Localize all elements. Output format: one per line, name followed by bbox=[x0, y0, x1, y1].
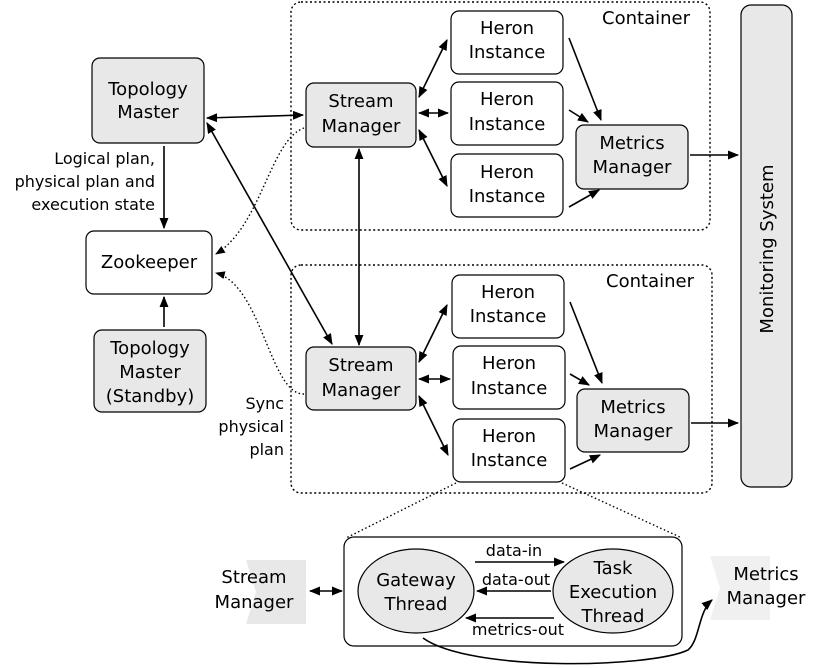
svg-text:Instance: Instance bbox=[470, 306, 547, 327]
arrow-hi2-mm-bottom bbox=[569, 373, 590, 386]
svg-text:Master: Master bbox=[117, 102, 179, 123]
heron-instance-bottom-2: Heron Instance bbox=[452, 345, 566, 410]
svg-text:Instance: Instance bbox=[469, 42, 546, 63]
svg-text:Topology: Topology bbox=[109, 338, 190, 359]
arrow-smgr-hi1-top bbox=[418, 38, 448, 99]
svg-text:Manager: Manager bbox=[215, 592, 294, 613]
svg-text:Task: Task bbox=[593, 558, 633, 579]
svg-text:Manager: Manager bbox=[594, 421, 673, 442]
logical-plan-label: Logical plan, physical plan and executio… bbox=[15, 149, 155, 214]
sync-link-top bbox=[215, 127, 305, 255]
stream-manager-bottom: Stream Manager bbox=[305, 346, 417, 411]
svg-text:Manager: Manager bbox=[727, 588, 806, 609]
svg-text:Manager: Manager bbox=[322, 116, 401, 137]
svg-text:Heron: Heron bbox=[480, 89, 534, 110]
svg-text:Logical plan,: Logical plan, bbox=[54, 149, 155, 168]
heron-instance-top-2: Heron Instance bbox=[450, 81, 564, 146]
arrow-hi1-mm-bottom bbox=[569, 301, 603, 385]
arrow-hi3-mm-bottom bbox=[569, 454, 602, 470]
stream-manager-top: Stream Manager bbox=[305, 82, 417, 148]
arrow-smgr-hi3-top bbox=[418, 128, 448, 188]
svg-text:Metrics: Metrics bbox=[600, 397, 665, 418]
zookeeper: Zookeeper bbox=[85, 230, 213, 295]
svg-text:plan: plan bbox=[249, 440, 284, 459]
data-out-label: data-out bbox=[482, 570, 550, 589]
svg-text:Heron: Heron bbox=[482, 426, 536, 447]
monitoring-system: Monitoring System bbox=[740, 4, 793, 488]
heron-instance-top-1: Heron Instance bbox=[450, 10, 564, 75]
svg-text:Gateway: Gateway bbox=[376, 570, 456, 591]
svg-text:physical: physical bbox=[218, 417, 284, 436]
svg-text:Heron: Heron bbox=[482, 353, 536, 374]
svg-text:Execution: Execution bbox=[569, 582, 657, 603]
svg-text:Instance: Instance bbox=[471, 378, 548, 399]
svg-text:Thread: Thread bbox=[384, 594, 448, 615]
arrow-smgr-hi1-bottom bbox=[418, 303, 448, 364]
svg-text:Instance: Instance bbox=[469, 114, 546, 135]
svg-text:Heron: Heron bbox=[481, 282, 535, 303]
heron-instance-bottom-1: Heron Instance bbox=[451, 274, 565, 339]
svg-text:Monitoring System: Monitoring System bbox=[757, 164, 778, 333]
zoom-guide-left bbox=[345, 482, 457, 539]
svg-text:Metrics: Metrics bbox=[733, 564, 798, 585]
svg-text:execution state: execution state bbox=[31, 195, 155, 214]
svg-text:Instance: Instance bbox=[471, 450, 548, 471]
svg-text:Manager: Manager bbox=[593, 157, 672, 178]
gateway-thread: Gateway Thread bbox=[357, 548, 475, 634]
topology-master: Topology Master bbox=[91, 57, 205, 144]
svg-text:Metrics: Metrics bbox=[599, 133, 664, 154]
svg-text:Thread: Thread bbox=[581, 606, 645, 627]
svg-text:Topology: Topology bbox=[107, 79, 188, 100]
sync-link-bottom bbox=[215, 271, 305, 395]
detail-metrics-manager: Metrics Manager bbox=[710, 556, 806, 620]
detail-stream-manager: Stream Manager bbox=[215, 560, 306, 624]
svg-text:Zookeeper: Zookeeper bbox=[101, 252, 198, 273]
arrow-tmaster-smgr-bottom bbox=[206, 122, 333, 345]
arrow-hi1-mm-top bbox=[568, 37, 602, 122]
container-top-label: Container bbox=[602, 8, 691, 29]
container-bottom-label: Container bbox=[606, 271, 695, 292]
data-in-label: data-in bbox=[486, 541, 542, 560]
metrics-manager-bottom: Metrics Manager bbox=[576, 388, 690, 453]
arrow-gateway-to-metrics-manager bbox=[422, 599, 713, 665]
task-execution-thread: Task Execution Thread bbox=[552, 548, 674, 634]
svg-text:Manager: Manager bbox=[322, 380, 401, 401]
heron-instance-bottom-3: Heron Instance bbox=[452, 418, 566, 483]
zoom-guide-right bbox=[561, 482, 683, 539]
arrow-hi3-mm-top bbox=[568, 189, 600, 208]
metrics-manager-top: Metrics Manager bbox=[575, 124, 689, 190]
svg-text:Stream: Stream bbox=[221, 567, 286, 588]
svg-text:(Standby): (Standby) bbox=[106, 386, 194, 407]
svg-text:Stream: Stream bbox=[328, 91, 393, 112]
svg-text:Heron: Heron bbox=[480, 162, 534, 183]
heron-instance-top-3: Heron Instance bbox=[450, 153, 564, 218]
arrow-smgr-hi3-bottom bbox=[418, 394, 449, 457]
svg-text:Heron: Heron bbox=[480, 18, 534, 39]
svg-text:Instance: Instance bbox=[469, 186, 546, 207]
svg-text:Sync: Sync bbox=[245, 394, 284, 413]
svg-text:Master: Master bbox=[119, 362, 181, 383]
svg-text:physical plan and: physical plan and bbox=[15, 172, 155, 191]
topology-master-standby: Topology Master (Standby) bbox=[93, 329, 207, 413]
arrow-tmaster-smgr-top bbox=[205, 110, 305, 123]
arrow-hi2-mm-top bbox=[568, 109, 589, 123]
svg-text:Stream: Stream bbox=[328, 355, 393, 376]
sync-physical-plan-label: Sync physical plan bbox=[218, 394, 284, 459]
metrics-out-label: metrics-out bbox=[472, 620, 564, 639]
